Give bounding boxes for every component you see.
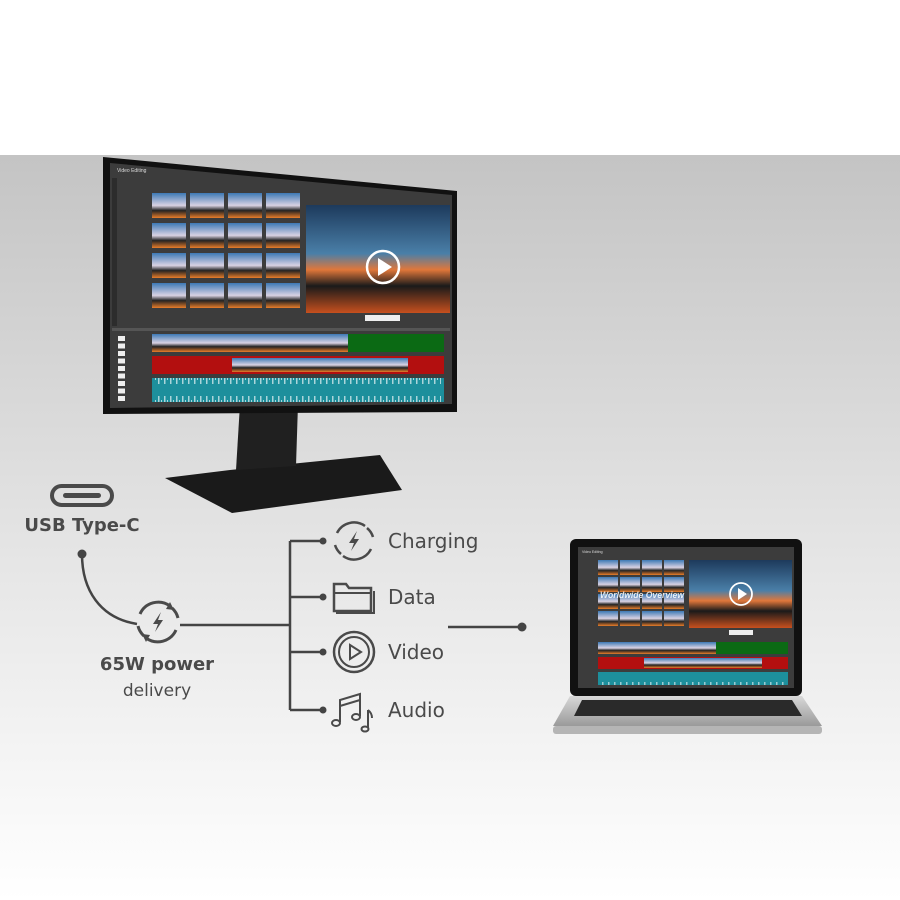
layer-item[interactable] xyxy=(118,388,125,394)
laptop-video-thumbnail[interactable] xyxy=(664,560,684,575)
video-thumbnail[interactable] xyxy=(266,193,300,218)
feature-item-data: Data xyxy=(290,582,436,614)
branch-lines xyxy=(180,541,292,710)
laptop-thumbnail-grid xyxy=(598,560,684,626)
layer-item[interactable] xyxy=(118,396,125,401)
laptop-video-thumbnail[interactable] xyxy=(664,611,684,626)
video-thumbnail[interactable] xyxy=(228,253,262,278)
video-thumbnail[interactable] xyxy=(266,283,300,308)
power-label: 65W power xyxy=(100,654,214,675)
video-thumbnail[interactable] xyxy=(228,223,262,248)
branch-dot xyxy=(319,593,327,601)
layer-item[interactable] xyxy=(118,336,125,341)
laptop-video-thumbnail[interactable] xyxy=(598,594,618,609)
layer-list xyxy=(118,336,125,401)
layer-item[interactable] xyxy=(118,343,125,349)
feature-label: Data xyxy=(388,585,436,609)
laptop-video-thumbnail[interactable] xyxy=(664,577,684,592)
usb-type-c-label: USB Type-C xyxy=(24,515,139,536)
power-charging-cycle-icon xyxy=(136,600,180,644)
monitor: Video Editing xyxy=(103,157,457,513)
video-thumbnail[interactable] xyxy=(266,253,300,278)
laptop-overlay-text: Worldwide Overview xyxy=(600,590,685,600)
power-sublabel: delivery xyxy=(123,681,191,701)
laptop-video-thumbnail[interactable] xyxy=(598,560,618,575)
feature-item-charging: Charging xyxy=(290,521,478,561)
video-thumbnail[interactable] xyxy=(190,193,224,218)
folder-icon xyxy=(332,582,375,614)
laptop-keyboard xyxy=(574,700,802,716)
usb-c-port-icon xyxy=(50,484,114,507)
laptop-video-thumbnail[interactable] xyxy=(620,611,640,626)
laptop-video-thumbnail[interactable] xyxy=(598,611,618,626)
layer-item[interactable] xyxy=(118,373,125,379)
video-thumbnail[interactable] xyxy=(228,193,262,218)
laptop-video-thumbnail[interactable] xyxy=(642,594,662,609)
laptop-video-thumbnail[interactable] xyxy=(642,560,662,575)
laptop: Video Editing Worldwide Overview xyxy=(553,539,822,734)
laptop-play-icon xyxy=(729,582,753,606)
feature-item-video: Video xyxy=(290,630,444,674)
video-thumbnail[interactable] xyxy=(152,223,186,248)
music-notes-icon xyxy=(331,692,373,733)
laptop-base-edge xyxy=(553,726,822,734)
branch-dot xyxy=(319,706,327,714)
video-thumbnail[interactable] xyxy=(228,283,262,308)
laptop-video-thumbnail[interactable] xyxy=(620,594,640,609)
laptop-app-title: Video Editing xyxy=(582,550,603,554)
monitor-base xyxy=(165,455,402,513)
layer-item[interactable] xyxy=(118,358,125,364)
monitor-app-title: Video Editing xyxy=(117,168,147,174)
feature-label: Charging xyxy=(388,529,478,553)
monitor-screen: Video Editing xyxy=(110,163,452,408)
monitor-stand-neck xyxy=(236,404,298,470)
layer-item[interactable] xyxy=(118,366,125,371)
feature-item-audio: Audio xyxy=(290,692,445,733)
branch-dot xyxy=(319,648,327,656)
playback-controls xyxy=(365,315,400,321)
video-thumbnail[interactable] xyxy=(190,253,224,278)
tool-palette xyxy=(112,178,117,326)
layer-item[interactable] xyxy=(118,381,125,386)
branch-dot xyxy=(319,537,327,545)
play-button-icon xyxy=(365,249,401,285)
laptop-video-thumbnail[interactable] xyxy=(620,577,640,592)
feature-label: Audio xyxy=(388,698,445,722)
laptop-video-thumbnail[interactable] xyxy=(664,594,684,609)
laptop-video-thumbnail[interactable] xyxy=(620,560,640,575)
connector-curve xyxy=(80,553,138,626)
play-circle-icon xyxy=(332,630,376,674)
video-thumbnail[interactable] xyxy=(152,283,186,308)
video-thumbnail[interactable] xyxy=(190,223,224,248)
video-thumbnail[interactable] xyxy=(152,253,186,278)
video-thumbnail[interactable] xyxy=(266,223,300,248)
laptop-video-thumbnail[interactable] xyxy=(642,577,662,592)
feature-label: Video xyxy=(388,640,444,664)
thumbnail-grid xyxy=(152,193,300,308)
video-thumbnail[interactable] xyxy=(152,193,186,218)
laptop-video-thumbnail[interactable] xyxy=(642,611,662,626)
layer-item[interactable] xyxy=(118,351,125,356)
video-thumbnail[interactable] xyxy=(190,283,224,308)
laptop-video-thumbnail[interactable] xyxy=(598,577,618,592)
charging-cycle-icon xyxy=(333,521,375,561)
